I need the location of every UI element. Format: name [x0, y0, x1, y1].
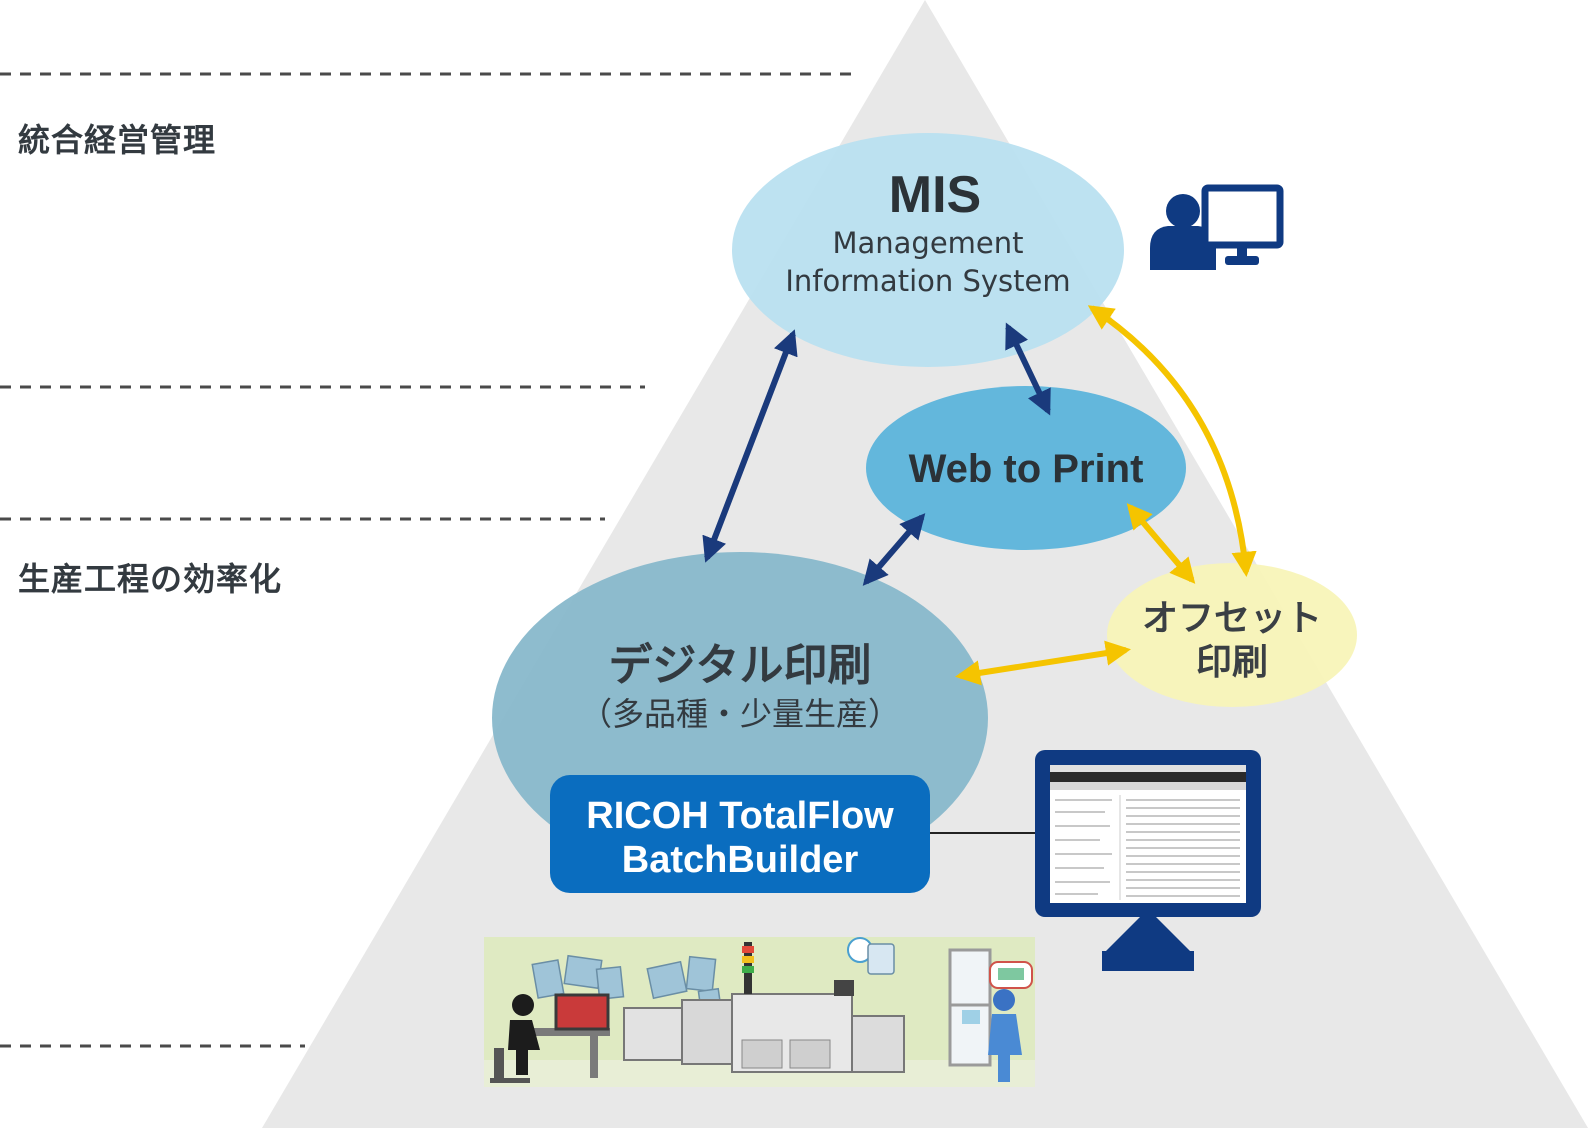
production-floor-illustration — [484, 937, 1035, 1087]
digital-subtitle: （多品種・少量生産） — [580, 695, 900, 733]
offset-printing-node: オフセット 印刷 — [1107, 563, 1357, 707]
mis-title: MIS — [889, 166, 981, 224]
batchbuilder-line2: BatchBuilder — [622, 839, 859, 881]
mis-subtitle-line2: Information System — [785, 264, 1070, 298]
mis-node: MIS Management Information System — [732, 133, 1124, 367]
arrow-mis-offset — [1087, 305, 1257, 578]
arrow-webtoprint-digital — [862, 513, 926, 586]
arrow-webtoprint-offset — [1126, 503, 1196, 584]
monitor-screen-icon — [1035, 750, 1261, 971]
batchbuilder-line1: RICOH TotalFlow — [586, 795, 894, 837]
tier-label-production-efficiency: 生産工程の効率化 — [18, 560, 283, 598]
mis-subtitle-line1: Management — [832, 226, 1023, 260]
digital-title: デジタル印刷 — [608, 640, 871, 691]
arrow-mis-webtoprint — [1005, 322, 1051, 416]
batchbuilder-badge: RICOH TotalFlow BatchBuilder — [550, 775, 930, 893]
web-to-print-title: Web to Print — [909, 447, 1144, 491]
tier-label-integrated-management: 統合経営管理 — [18, 121, 217, 159]
user-at-computer-icon — [1150, 184, 1284, 270]
arrow-mis-digital — [702, 329, 798, 563]
arrow-digital-offset — [955, 640, 1131, 686]
offset-line1: オフセット — [1142, 598, 1322, 639]
offset-line2: 印刷 — [1196, 642, 1268, 683]
